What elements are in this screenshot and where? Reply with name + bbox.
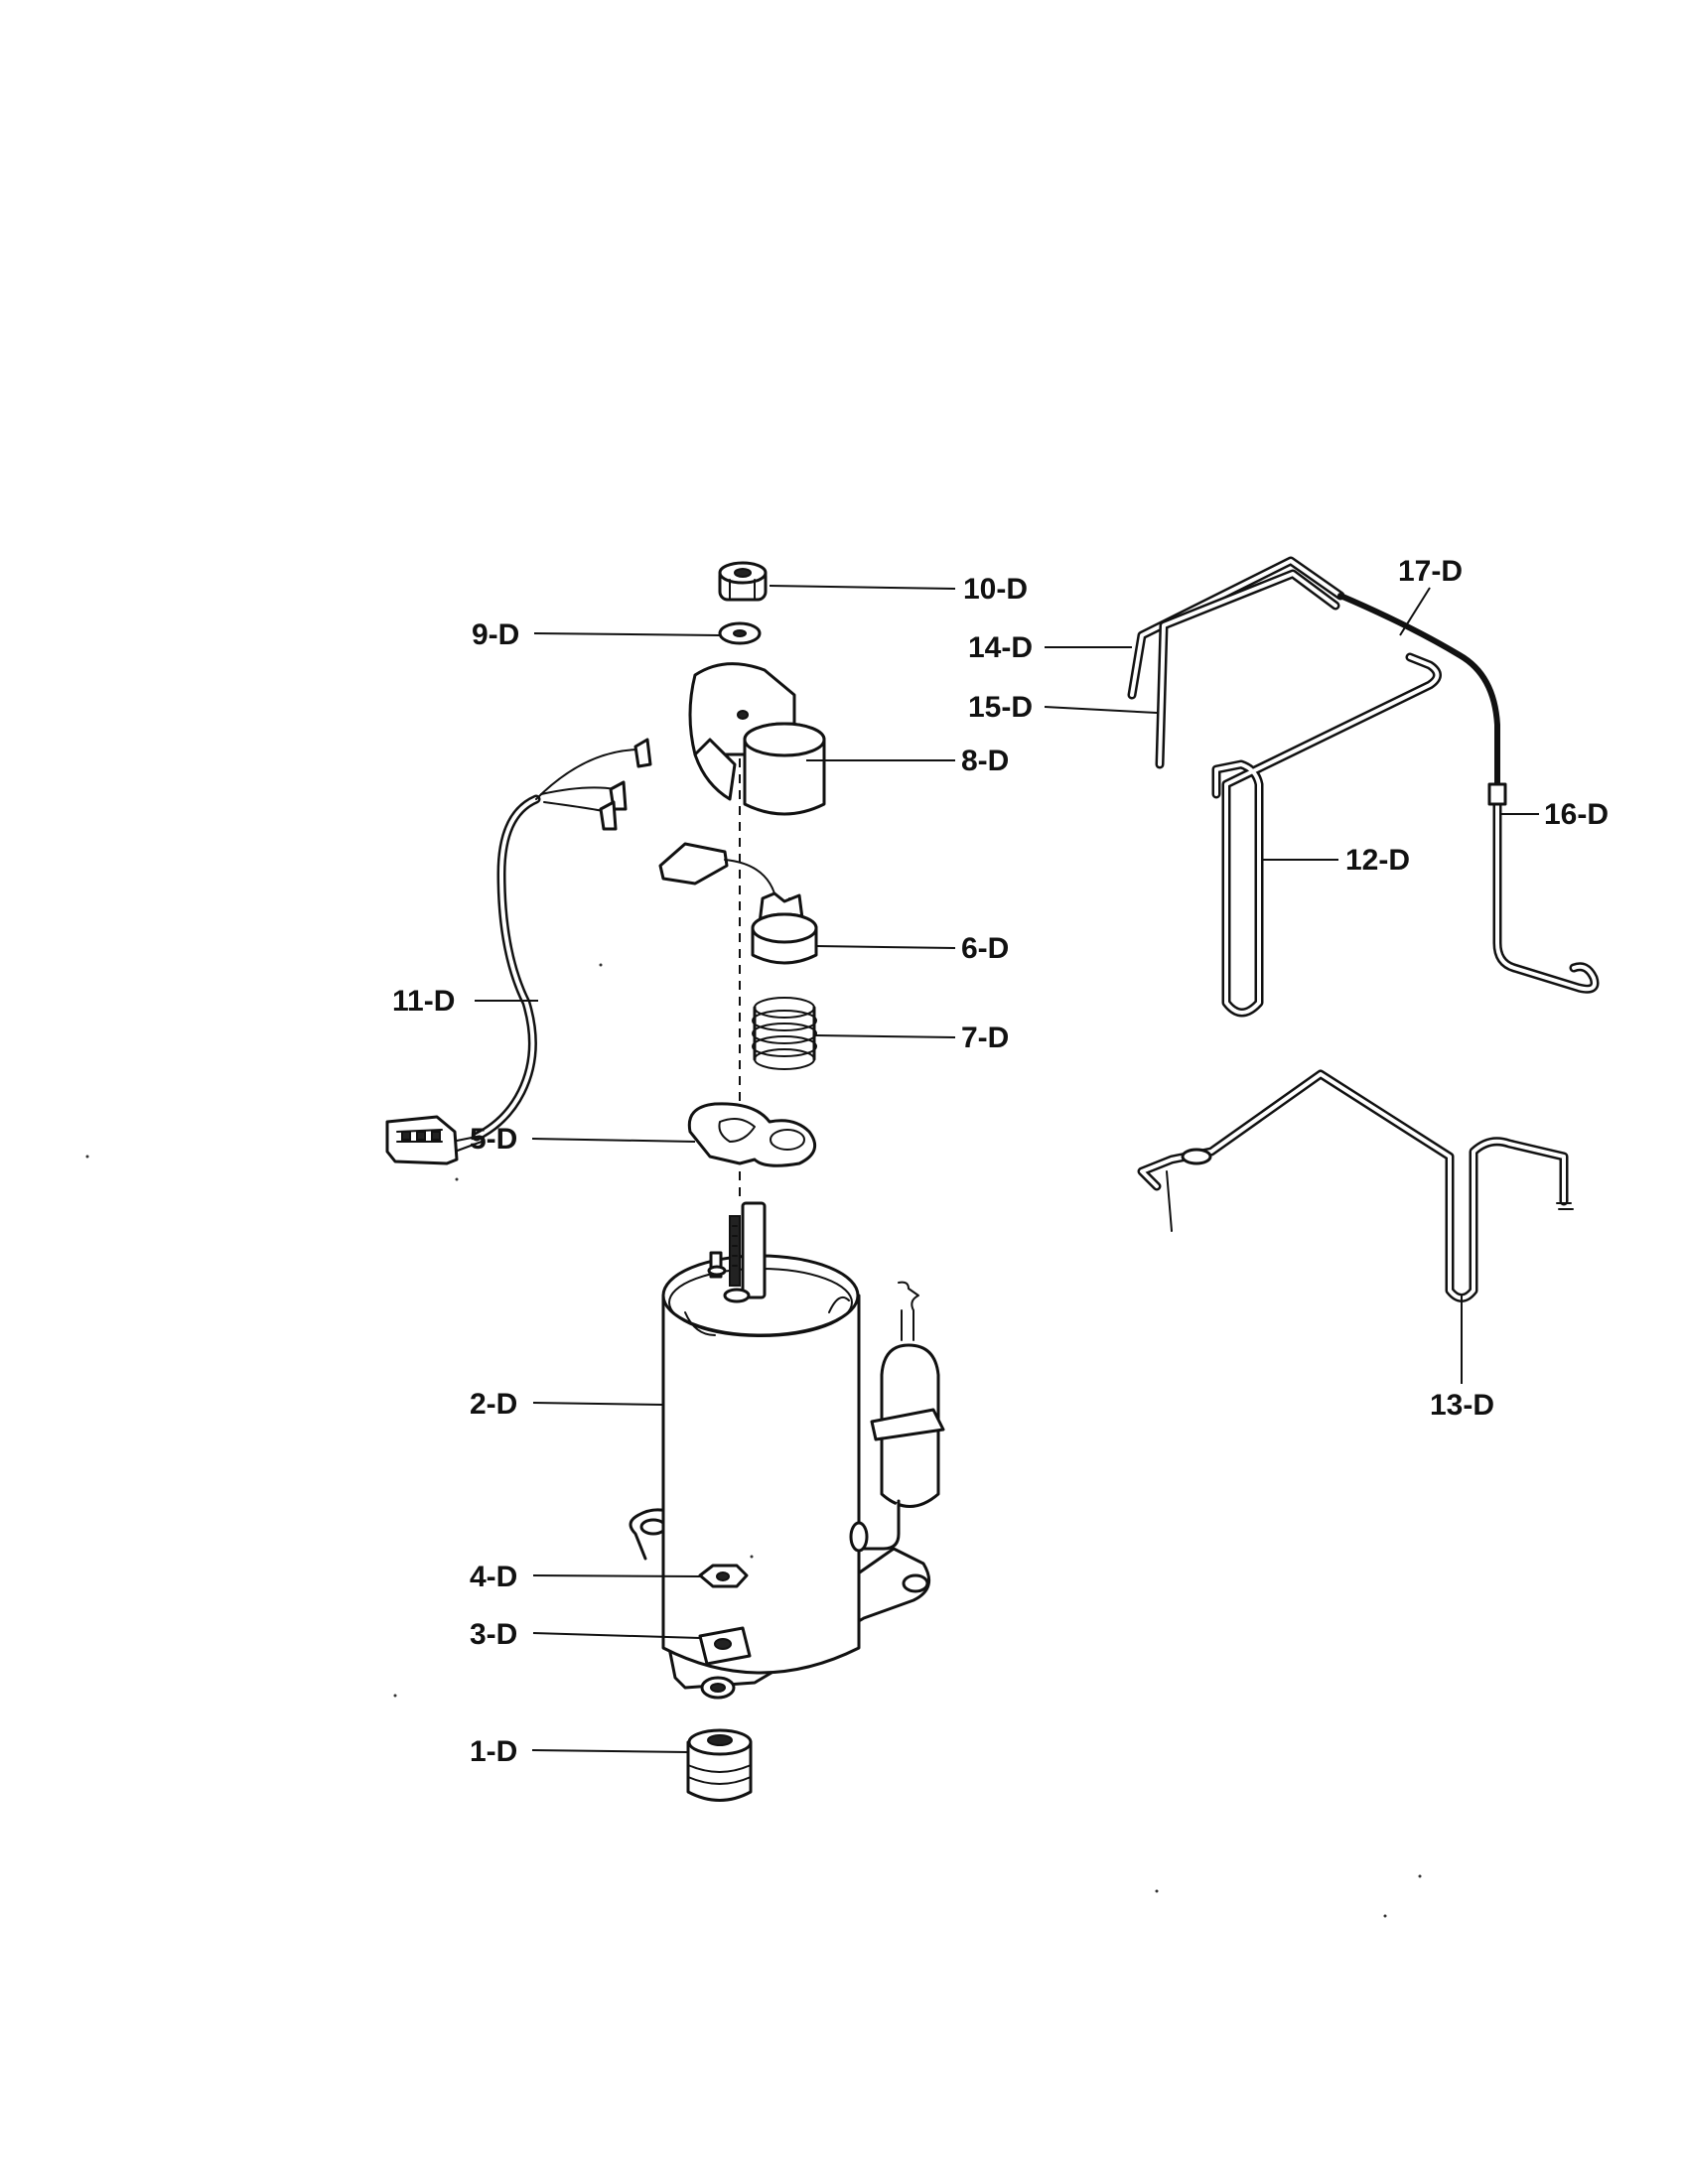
leader-lines	[475, 585, 1539, 1753]
overload-protector-6	[658, 842, 818, 965]
tube-13	[1137, 1069, 1574, 1302]
discharge-tube-group	[1127, 556, 1600, 994]
mount-bracket-3	[698, 1626, 752, 1700]
wire-harness-11	[385, 738, 652, 1165]
label-3-d: 3-D	[470, 1618, 517, 1651]
label-7-d: 7-D	[961, 1022, 1009, 1054]
label-10-d: 10-D	[963, 573, 1028, 606]
label-14-d: 14-D	[968, 631, 1033, 664]
label-13-d: 13-D	[1430, 1389, 1494, 1422]
washer-9	[718, 621, 762, 645]
label-1-d: 1-D	[470, 1735, 517, 1768]
label-15-d: 15-D	[968, 691, 1033, 724]
label-8-d: 8-D	[961, 745, 1009, 777]
nut-4	[698, 1564, 749, 1588]
scan-specks	[85, 963, 1422, 1918]
label-12-d: 12-D	[1345, 844, 1410, 877]
gasket-5	[687, 1102, 817, 1167]
tube-12	[1211, 652, 1442, 1018]
cap-nut-10	[718, 561, 768, 602]
label-6-d: 6-D	[961, 932, 1009, 965]
label-2-d: 2-D	[470, 1388, 517, 1421]
label-4-d: 4-D	[470, 1561, 517, 1593]
label-9-d: 9-D	[472, 618, 519, 651]
spring-7	[752, 997, 817, 1070]
label-11-d: 11-D	[392, 985, 455, 1018]
terminal-cover-8	[688, 662, 826, 816]
label-16-d: 16-D	[1544, 798, 1609, 831]
label-5-d: 5-D	[470, 1123, 517, 1156]
accumulator	[849, 1281, 945, 1553]
label-17-d: 17-D	[1398, 555, 1463, 588]
rubber-grommet-1	[686, 1728, 753, 1802]
